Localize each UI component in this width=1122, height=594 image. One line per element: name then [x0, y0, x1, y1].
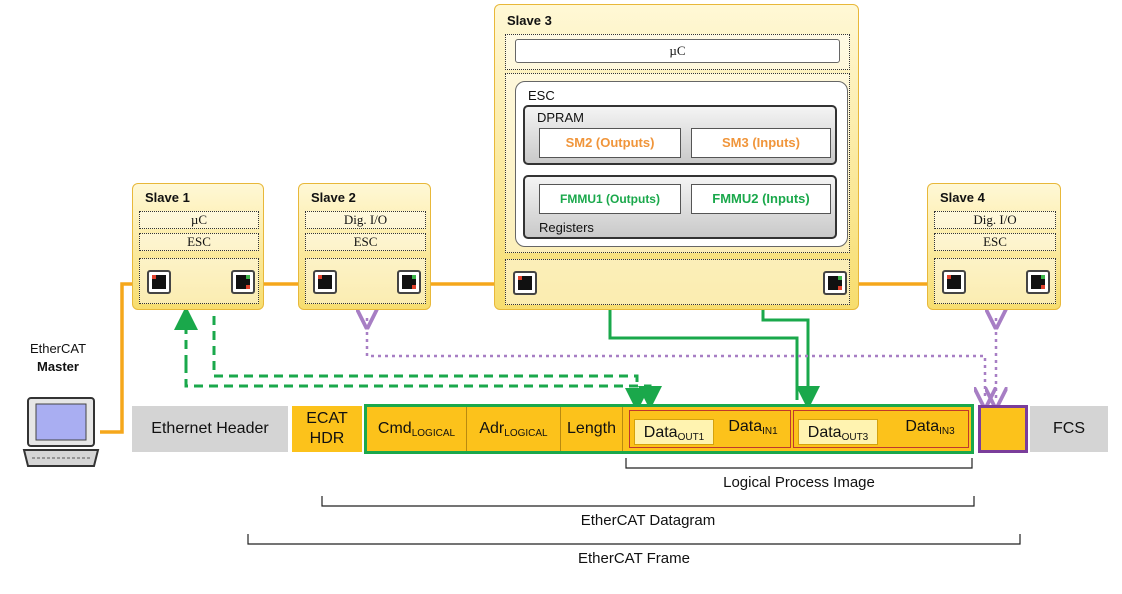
data-out1: DataOUT1: [634, 419, 714, 445]
master-label-line1: EtherCAT: [29, 341, 87, 356]
data-in3-sub: IN3: [939, 426, 955, 437]
slave-4-dio: Dig. I/O: [934, 211, 1056, 229]
slave-2: Slave 2 Dig. I/O ESC: [298, 183, 431, 310]
slave-4-esc: ESC: [934, 233, 1056, 251]
logical-process-image-label: Logical Process Image: [723, 474, 875, 491]
slave-1-port-out: [231, 270, 255, 294]
data-in1-label: Data: [728, 418, 763, 435]
slave-1-title: Slave 1: [145, 190, 190, 205]
fcs-cell: FCS: [1030, 406, 1108, 452]
registers-box: FMMU1 (Outputs) FMMU2 (Inputs) Registers: [523, 175, 837, 239]
slave-3: Slave 3 µC ESC DPRAM SM2 (Outputs) SM3 (…: [494, 4, 859, 310]
ecat-hdr-line2: HDR: [309, 430, 345, 447]
slave-3-ports-area: [505, 259, 850, 305]
data-in1: DataIN1: [718, 415, 788, 439]
dpram-label: DPRAM: [537, 110, 584, 125]
slave-1-esc: ESC: [139, 233, 259, 251]
sm2-outputs: SM2 (Outputs): [539, 128, 681, 158]
slave-4-port-out: [1026, 270, 1050, 294]
slave-4-port-in: [942, 270, 966, 294]
slave-2-port-out: [397, 270, 421, 294]
slave-2-title: Slave 2: [311, 190, 356, 205]
dpram-box: DPRAM SM2 (Outputs) SM3 (Inputs): [523, 105, 837, 165]
data-in1-sub: IN1: [762, 426, 778, 437]
ecat-hdr-line1: ECAT: [306, 410, 348, 427]
cmd-cell: CmdLOGICAL: [367, 407, 467, 451]
slave-3-port-in: [513, 271, 537, 295]
data-in3: DataIN3: [894, 415, 966, 439]
adr-sub: LOGICAL: [504, 428, 548, 439]
ethernet-header-cell: Ethernet Header: [132, 406, 288, 452]
data-out3-label: Data: [807, 424, 842, 441]
data-in3-label: Data: [905, 418, 940, 435]
slave-3-uc: µC: [515, 39, 840, 63]
registers-label: Registers: [539, 220, 594, 235]
sm3-inputs: SM3 (Inputs): [691, 128, 831, 158]
slave-2-dio: Dig. I/O: [305, 211, 426, 229]
computer-icon: [22, 397, 100, 467]
fmmu2-inputs: FMMU2 (Inputs): [691, 184, 831, 214]
data-segment-1: DataOUT1 DataIN1: [629, 410, 791, 448]
slave-4-title: Slave 4: [940, 190, 985, 205]
slave-3-port-out: [823, 271, 847, 295]
length-cell: Length: [561, 407, 623, 451]
datagram-box: CmdLOGICAL AdrLOGICAL Length DataOUT1 Da…: [364, 404, 974, 454]
adr-label: Adr: [479, 420, 505, 437]
datagram-brace: [321, 496, 975, 507]
cmd-label: Cmd: [377, 420, 412, 437]
slave-1-port-in: [147, 270, 171, 294]
purple-link-slave2: [367, 318, 985, 398]
data-segment-2: DataOUT3 DataIN3: [793, 410, 969, 448]
fmmu1-outputs: FMMU1 (Outputs): [539, 184, 681, 214]
logical-process-image-brace: [625, 458, 973, 469]
ethercat-datagram-label: EtherCAT Datagram: [580, 512, 716, 529]
slave-1-uc: µC: [139, 211, 259, 229]
data-out3-sub: OUT3: [841, 432, 869, 443]
cmd-sub: LOGICAL: [411, 428, 456, 439]
master-label-line2: Master: [37, 359, 79, 374]
adr-cell: AdrLOGICAL: [467, 407, 561, 451]
ecat-hdr-cell: ECAT HDR: [292, 406, 362, 452]
slave-2-port-in: [313, 270, 337, 294]
master-label: EtherCAT Master: [18, 340, 98, 376]
slave-2-esc: ESC: [305, 233, 426, 251]
slave-1: Slave 1 µC ESC: [132, 183, 264, 310]
data-out1-sub: OUT1: [677, 432, 705, 443]
green-dashed-link-1b: [184, 364, 662, 410]
frame-brace: [247, 534, 1021, 545]
slave-4: Slave 4 Dig. I/O ESC: [927, 183, 1061, 310]
wkc-cell: [978, 405, 1028, 453]
data-out3: DataOUT3: [798, 419, 878, 445]
slave-3-title: Slave 3: [507, 13, 552, 28]
data-out1-label: Data: [643, 424, 678, 441]
slave-3-esc-label: ESC: [528, 88, 555, 103]
ethercat-frame-label: EtherCAT Frame: [578, 550, 690, 567]
